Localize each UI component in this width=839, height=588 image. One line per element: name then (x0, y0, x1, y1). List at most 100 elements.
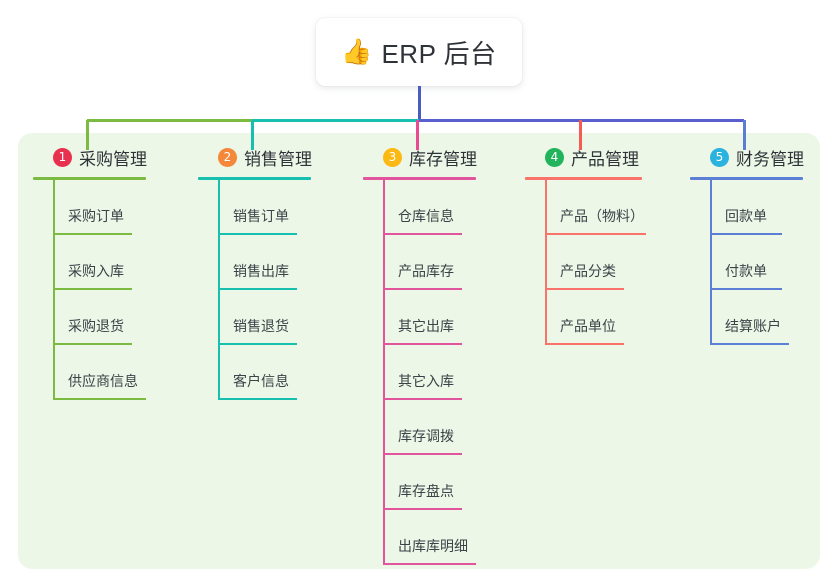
branches-panel (18, 133, 820, 569)
branch-item-label: 回款单 (725, 208, 767, 224)
branch-rule-2 (198, 177, 311, 180)
branch-item-label: 采购入库 (68, 263, 124, 279)
branch-item-label: 仓库信息 (398, 208, 454, 224)
branch-item-rule (53, 398, 146, 400)
branch-item[interactable]: 产品单位 (525, 290, 642, 345)
branch-badge-3: 3 (383, 147, 402, 167)
branch-column-3: 3 库存管理 仓库信息产品库存其它出库其它入库库存调拨库存盘点出库库明细 (363, 143, 477, 565)
branch-items-4: 产品（物料） 产品分类产品单位 (525, 180, 646, 345)
branch-item[interactable]: 产品分类 (525, 235, 642, 290)
branch-item[interactable]: 仓库信息 (363, 180, 477, 235)
branch-item-label: 销售退货 (233, 318, 289, 334)
branch-item-label: 付款单 (725, 263, 767, 279)
branch-item[interactable]: 其它入库 (363, 345, 477, 400)
branch-item-label: 结算账户 (725, 318, 781, 334)
branch-item-label: 库存调拨 (398, 428, 454, 444)
branch-item-label: 其它出库 (398, 318, 454, 334)
branch-header-1[interactable]: 1 采购管理 (33, 143, 147, 171)
branch-header-3[interactable]: 3 库存管理 (363, 143, 477, 171)
branch-item-rule (383, 563, 476, 565)
root-node-content: 👍 ERP 后台 (341, 34, 496, 71)
branch-header-2[interactable]: 2 销售管理 (198, 143, 312, 171)
branch-item[interactable]: 其它出库 (363, 290, 477, 345)
branch-column-1: 1 采购管理 采购订单采购入库采购退货供应商信息 (33, 143, 147, 400)
root-node[interactable]: 👍 ERP 后台 (316, 18, 522, 86)
branch-item[interactable]: 出库库明细 (363, 510, 477, 565)
branch-item-label: 库存盘点 (398, 483, 454, 499)
branch-item-rule (218, 288, 297, 290)
branch-item[interactable]: 采购退货 (33, 290, 147, 345)
branch-item-rule (383, 398, 462, 400)
branch-header-5[interactable]: 5 财务管理 (690, 143, 804, 171)
branch-item-label: 产品单位 (560, 318, 616, 334)
branch-title-3: 库存管理 (409, 149, 477, 169)
branch-item-label: 采购退货 (68, 318, 124, 334)
branch-item-label: 销售订单 (233, 208, 289, 224)
branch-column-4: 4 产品管理 产品（物料） 产品分类产品单位 (525, 143, 646, 345)
branch-item-rule (53, 343, 132, 345)
branch-item-label: 其它入库 (398, 373, 454, 389)
branch-item[interactable]: 采购订单 (33, 180, 147, 235)
branch-item[interactable]: 采购入库 (33, 235, 147, 290)
branch-item[interactable]: 产品库存 (363, 235, 477, 290)
branch-rule-4 (525, 177, 642, 180)
branch-spine-2 (218, 180, 220, 400)
branch-rule-5 (690, 177, 803, 180)
branch-column-2: 2 销售管理 销售订单销售出库销售退货客户信息 (198, 143, 312, 400)
branch-title-4: 产品管理 (571, 149, 639, 169)
branch-item-label: 出库库明细 (398, 538, 468, 554)
branch-badge-4: 4 (545, 147, 564, 167)
branch-title-1: 采购管理 (79, 149, 147, 169)
branch-items-2: 销售订单销售出库销售退货客户信息 (198, 180, 312, 400)
branch-item-rule (383, 288, 462, 290)
branch-item-label: 采购订单 (68, 208, 124, 224)
branch-item[interactable]: 销售退货 (198, 290, 312, 345)
branch-item[interactable]: 结算账户 (690, 290, 804, 345)
branch-item-label: 产品（物料） (560, 208, 644, 224)
branch-badge-1: 1 (53, 147, 72, 167)
branch-item-rule (710, 288, 782, 290)
branch-item[interactable]: 付款单 (690, 235, 804, 290)
branch-spine-3 (383, 180, 385, 565)
branch-item[interactable]: 库存调拨 (363, 400, 477, 455)
branch-item-rule (545, 233, 646, 235)
branch-item-rule (53, 233, 132, 235)
branch-item-rule (383, 233, 462, 235)
branch-title-5: 财务管理 (736, 149, 804, 169)
branch-spine-4 (545, 180, 547, 345)
branch-item-label: 产品库存 (398, 263, 454, 279)
branch-item-rule (545, 288, 624, 290)
branch-item-rule (53, 288, 132, 290)
branch-item-rule (710, 233, 782, 235)
branch-item[interactable]: 产品（物料） (525, 180, 646, 235)
branch-item[interactable]: 库存盘点 (363, 455, 477, 510)
branch-item-rule (383, 453, 462, 455)
branch-spine-1 (53, 180, 55, 400)
branch-rule-3 (363, 177, 476, 180)
branch-item-rule (383, 508, 462, 510)
branch-title-2: 销售管理 (244, 149, 312, 169)
branch-item-rule (218, 343, 297, 345)
branch-item-rule (710, 343, 789, 345)
branch-items-5: 回款单付款单结算账户 (690, 180, 804, 345)
branch-item-rule (383, 343, 462, 345)
thumbs-up-icon: 👍 (341, 37, 373, 66)
root-title: ERP 后台 (381, 38, 497, 69)
branch-badge-5: 5 (710, 147, 729, 167)
branch-item[interactable]: 回款单 (690, 180, 804, 235)
branch-item[interactable]: 销售订单 (198, 180, 312, 235)
branch-items-1: 采购订单采购入库采购退货供应商信息 (33, 180, 147, 400)
branch-rule-1 (33, 177, 146, 180)
branch-item[interactable]: 供应商信息 (33, 345, 147, 400)
branch-item-rule (218, 398, 297, 400)
branch-item-label: 销售出库 (233, 263, 289, 279)
branch-item-rule (218, 233, 297, 235)
branch-item[interactable]: 销售出库 (198, 235, 312, 290)
branch-item-rule (545, 343, 624, 345)
branch-items-3: 仓库信息产品库存其它出库其它入库库存调拨库存盘点出库库明细 (363, 180, 477, 565)
branch-spine-5 (710, 180, 712, 345)
branch-header-4[interactable]: 4 产品管理 (525, 143, 642, 171)
branch-item[interactable]: 客户信息 (198, 345, 312, 400)
branch-badge-2: 2 (218, 147, 237, 167)
